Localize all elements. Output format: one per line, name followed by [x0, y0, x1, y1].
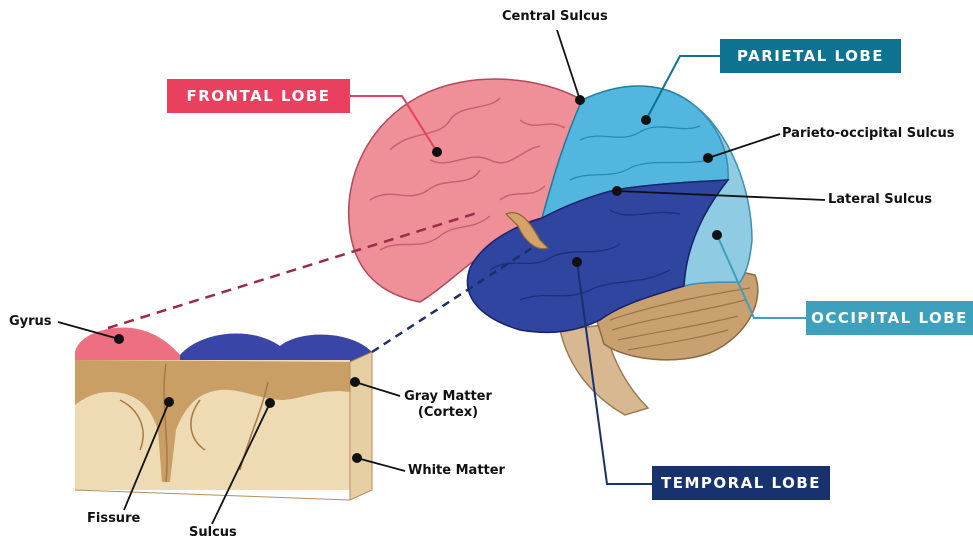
- gray-matter-subtitle: (Cortex): [400, 405, 496, 421]
- temporal-marker: [572, 257, 582, 267]
- occipital-lobe-label: OCCIPITAL LOBE: [806, 301, 973, 335]
- central-sulcus-marker: [575, 95, 585, 105]
- temporal-lobe-label: TEMPORAL LOBE: [652, 466, 830, 500]
- parieto-occipital-marker: [703, 153, 713, 163]
- tissue-block-edge: [75, 490, 350, 500]
- fissure-label: Fissure: [87, 511, 140, 527]
- sulcus-label: Sulcus: [189, 525, 237, 541]
- lateral-sulcus-label: Lateral Sulcus: [828, 192, 932, 208]
- occipital-marker: [712, 230, 722, 240]
- fissure-marker: [164, 397, 174, 407]
- white-matter-marker: [352, 453, 362, 463]
- central-sulcus-label: Central Sulcus: [502, 9, 608, 25]
- lateral-sulcus-marker: [612, 186, 622, 196]
- frontal-marker: [432, 147, 442, 157]
- gray-matter-title: Gray Matter: [400, 389, 496, 405]
- gyrus-marker: [114, 334, 124, 344]
- tissue-block-side: [350, 352, 372, 500]
- sulcus-marker: [265, 398, 275, 408]
- gyrus-label: Gyrus: [9, 314, 52, 330]
- tissue-gyrus-pink: [75, 328, 180, 362]
- white-matter-label: White Matter: [408, 463, 505, 479]
- gray-matter-label: Gray Matter (Cortex): [400, 389, 496, 421]
- frontal-lobe-label: FRONTAL LOBE: [167, 79, 350, 113]
- gray-matter-marker: [350, 377, 360, 387]
- parietal-marker: [641, 115, 651, 125]
- parietal-lobe-label: PARIETAL LOBE: [720, 39, 901, 73]
- parieto-occipital-sulcus-label: Parieto-occipital Sulcus: [782, 126, 954, 142]
